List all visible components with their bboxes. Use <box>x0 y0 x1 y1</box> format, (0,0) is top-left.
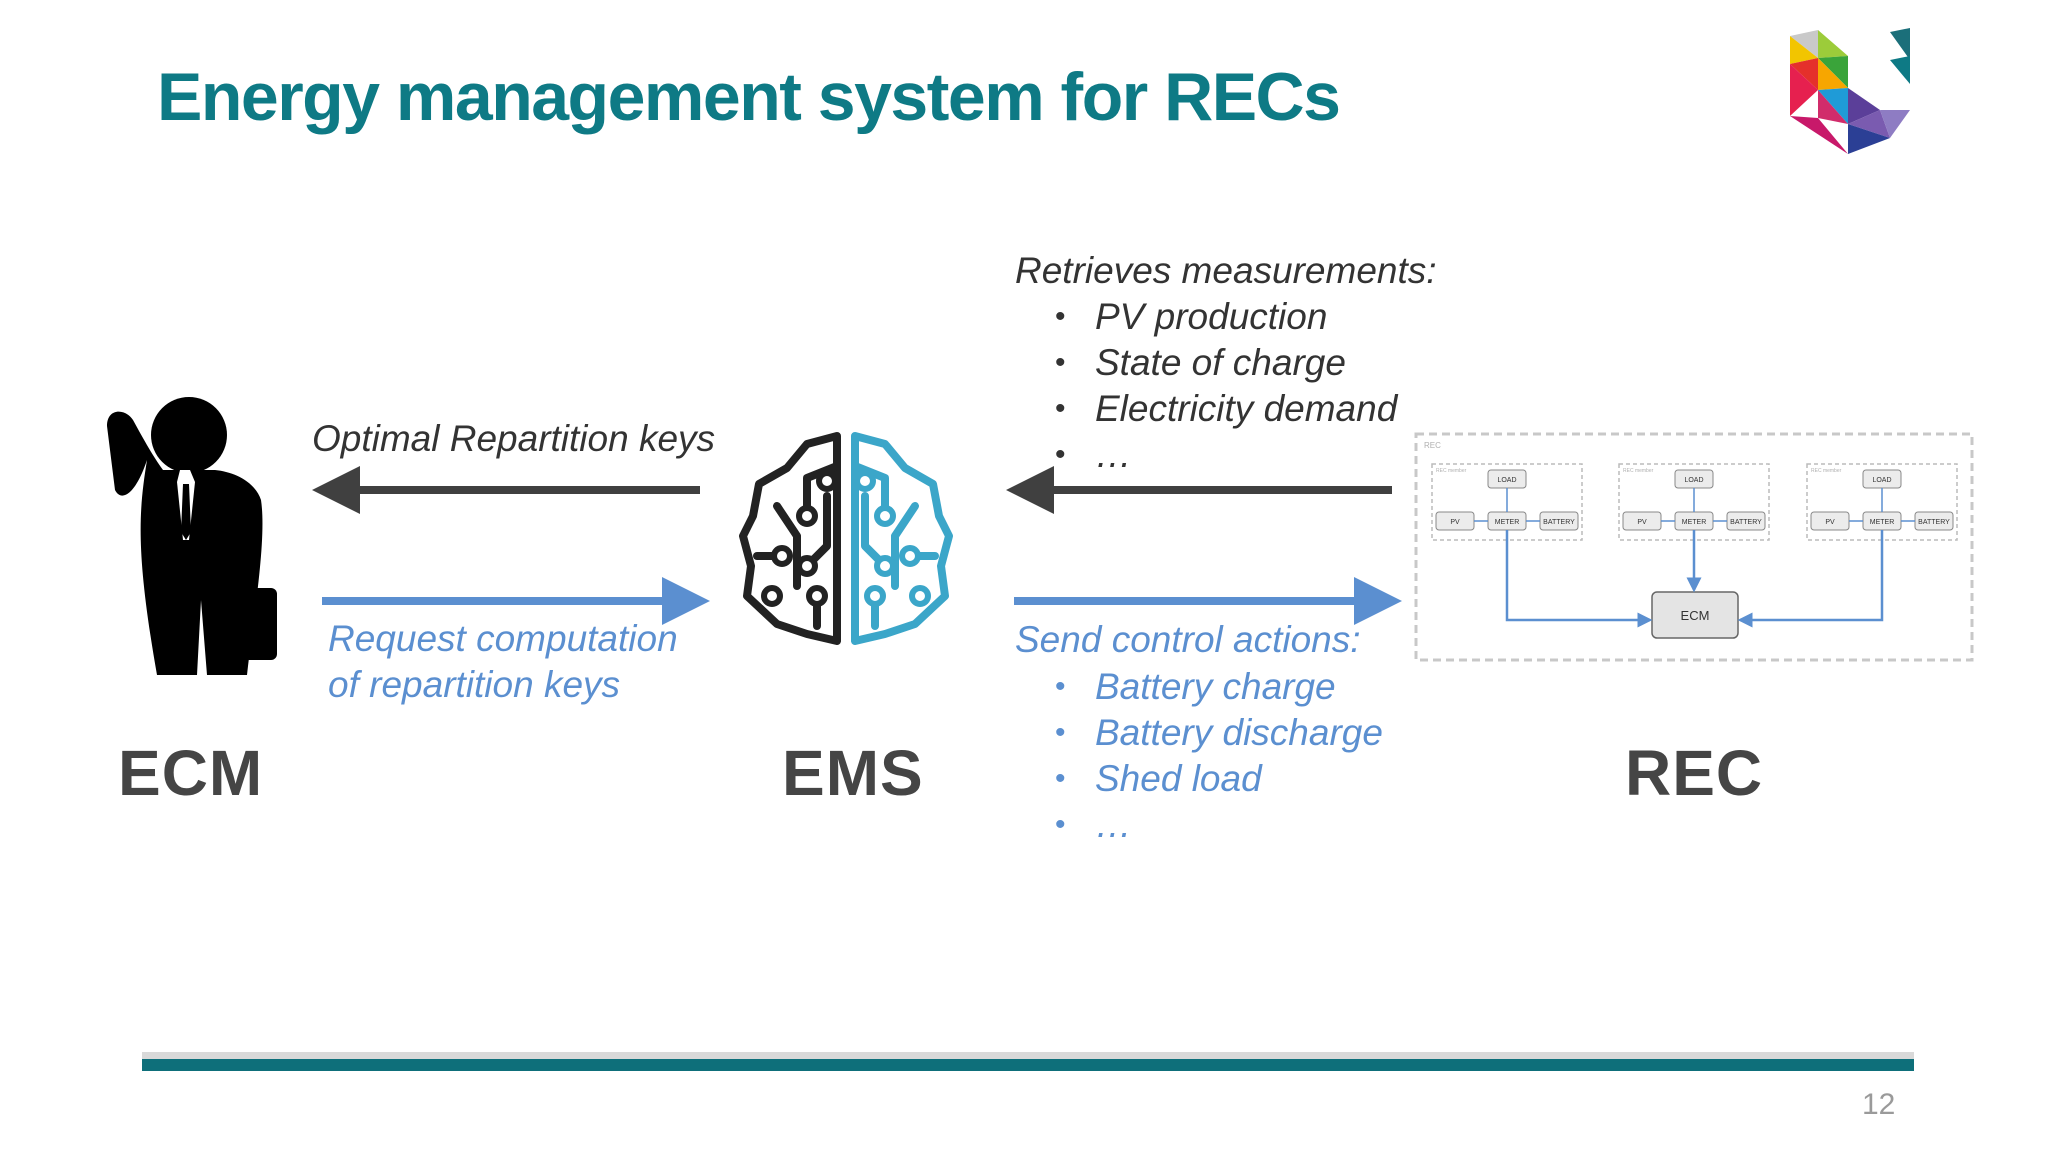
ems-label: EMS <box>782 737 924 809</box>
optimal-keys-label: Optimal Repartition keys <box>312 418 716 459</box>
list-item: Battery charge <box>1015 664 1383 710</box>
rec-label: REC <box>1625 737 1764 809</box>
member-label: REC member <box>1623 468 1654 474</box>
list-item: Shed load <box>1015 756 1383 802</box>
control-actions-list: Battery charge Battery discharge Shed lo… <box>1015 664 1383 848</box>
pv-node-label: PV <box>1825 519 1835 526</box>
measurements-heading: Retrieves measurements: <box>1015 250 1437 291</box>
slide-title: Energy management system for RECs <box>157 59 1341 135</box>
battery-node-label: BATTERY <box>1730 519 1762 526</box>
list-item: Electricity demand <box>1015 386 1397 432</box>
meter-node-label: METER <box>1870 519 1895 526</box>
rec-member-2: REC member LOAD PV METER BATTERY <box>1618 463 1770 541</box>
meter-node-label: METER <box>1495 519 1520 526</box>
footer-teal-bar <box>142 1059 1914 1071</box>
businessman-icon <box>107 397 277 675</box>
request-label-line1: Request computation <box>328 618 678 659</box>
rec-group-label: REC <box>1424 441 1441 450</box>
footer-light-rule <box>142 1052 1914 1059</box>
pv-node-label: PV <box>1637 519 1647 526</box>
list-item: … <box>1015 802 1383 848</box>
list-item: … <box>1015 432 1397 478</box>
list-item: PV production <box>1015 294 1397 340</box>
rec-member-3: REC member LOAD PV METER BATTERY <box>1806 463 1958 541</box>
university-logo-icon <box>1790 28 1910 154</box>
battery-node-label: BATTERY <box>1543 519 1575 526</box>
page-number: 12 <box>1862 1088 1896 1121</box>
circuit-brain-icon <box>739 432 953 645</box>
list-item: Battery discharge <box>1015 710 1383 756</box>
member-label: REC member <box>1811 468 1842 474</box>
request-label-line2: of repartition keys <box>328 664 621 705</box>
pv-node-label: PV <box>1450 519 1460 526</box>
rec-structure-diagram: REC REC member LOAD PV METER BATTERY REC… <box>1414 432 1974 662</box>
control-heading: Send control actions: <box>1015 619 1361 660</box>
meter-node-label: METER <box>1682 519 1707 526</box>
measurements-list: PV production State of charge Electricit… <box>1015 294 1397 478</box>
ecm-label: ECM <box>118 737 264 809</box>
rec-member-1: REC member LOAD PV METER BATTERY <box>1431 463 1583 541</box>
ecm-node-label: ECM <box>1681 608 1710 623</box>
list-item: State of charge <box>1015 340 1397 386</box>
member-label: REC member <box>1436 468 1467 474</box>
load-node-label: LOAD <box>1497 477 1516 484</box>
battery-node-label: BATTERY <box>1918 519 1950 526</box>
load-node-label: LOAD <box>1872 477 1891 484</box>
load-node-label: LOAD <box>1684 477 1703 484</box>
